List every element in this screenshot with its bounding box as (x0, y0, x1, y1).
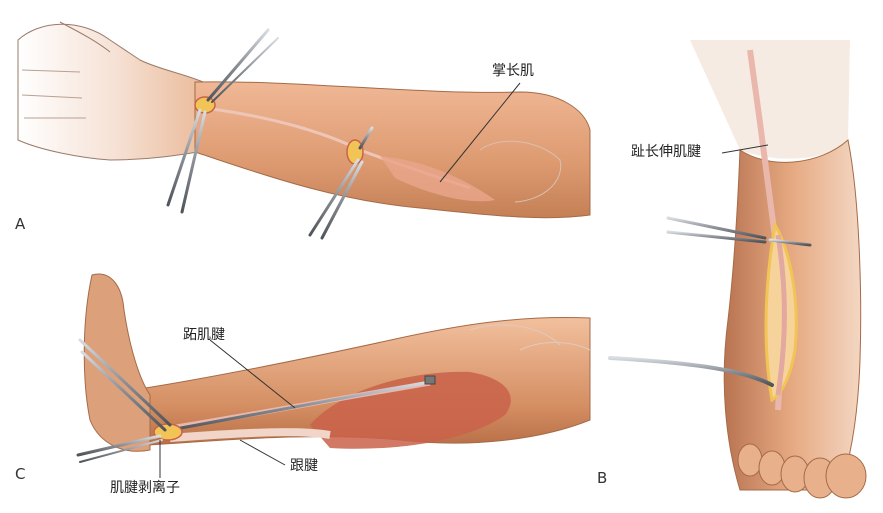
panel-a-letter: A (15, 215, 26, 233)
panel-a-leader-line (439, 82, 521, 183)
forearm (194, 81, 591, 219)
tendon-stripper-label: 肌腱剥离子 (110, 480, 180, 496)
panel-b-foot (608, 40, 867, 499)
extensor-digitorum-longus-label: 趾长伸肌腱 (631, 144, 701, 160)
forearm-incision (346, 139, 364, 165)
palmaris-muscle (380, 156, 495, 202)
forearm-clamp (308, 126, 374, 240)
heel-clamp (76, 338, 172, 463)
palmaris-longus-label: 掌长肌 (492, 63, 534, 79)
achilles-tendon-label: 跟腱 (290, 458, 318, 474)
toes (737, 443, 867, 499)
panel-b-leader-line (721, 144, 769, 154)
panel-c-leg (76, 273, 591, 478)
wrist-clamp (166, 28, 279, 214)
foot-stripper (608, 356, 774, 387)
panel-c-leader-top (209, 339, 296, 409)
foot-clamp (666, 216, 812, 247)
dorsal-incision (764, 220, 798, 403)
panel-b-letter: B (597, 469, 608, 487)
foot-plantar (83, 273, 151, 452)
calf-muscle (310, 371, 511, 449)
hand (17, 23, 211, 161)
panel-a-forearm (17, 21, 591, 240)
achilles-tendon (169, 428, 331, 442)
panel-c-leader-right (239, 439, 286, 466)
panel-c-letter: C (15, 465, 26, 483)
tendon-stripper-rod (169, 380, 431, 432)
plantaris-tendon-label: 跖肌腱 (183, 327, 225, 343)
